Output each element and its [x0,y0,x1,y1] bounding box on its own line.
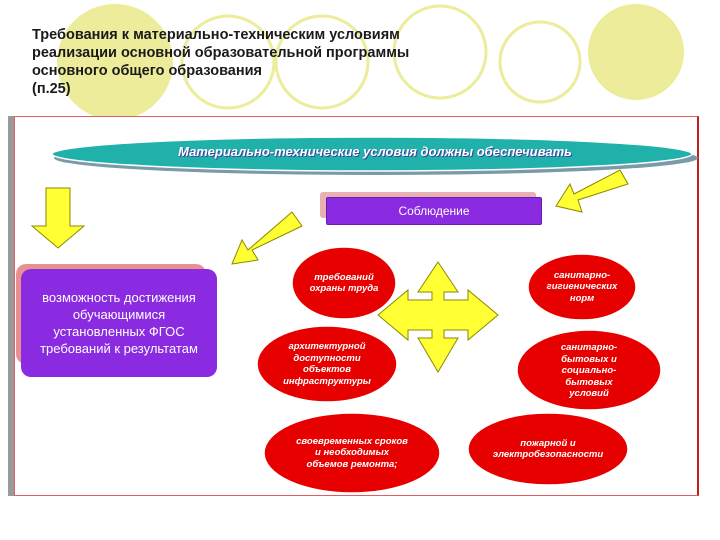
compliance-box: Соблюдение [326,197,542,225]
title-line-2: реализации основной образовательной прог… [32,45,410,61]
oval-sanitary-domestic-line: социально- [561,365,617,377]
banner-text: Материально-технические условия должны о… [178,144,572,159]
oval-repairs-line: объемов ремонта; [306,458,398,470]
oval-sanitary-hygienic: санитарно- гигиенических норм [528,256,636,318]
title-line-1: Требования к материально-техническим усл… [32,27,400,43]
oval-labor: требований охраны труда [292,250,396,316]
oval-sanitary-hygienic-line: санитарно- [553,269,611,281]
oval-architectural-shape [256,325,398,403]
page-title: Требования к материально-техническим усл… [32,26,502,98]
oval-labor-shape [291,246,397,320]
oval-sanitary-domestic-line: санитарно- [560,342,618,354]
oval-repairs: своевременных сроков и необходимых объем… [264,425,440,481]
result-line-4: требований к результатам [40,341,198,356]
oval-sanitary-domestic-line: условий [569,388,609,400]
oval-sanitary-hygienic-line: гигиенических [546,281,618,293]
oval-fire-line: электробезопасности [492,449,604,460]
oval-repairs-shape [263,412,441,494]
oval-sanitary-domestic-shape [516,329,662,411]
down-arrow-icon [30,187,86,249]
oval-architectural-line: инфраструктуры [283,375,371,387]
left-arrow-icon [555,169,629,213]
title-line-4: (п.25) [32,81,71,97]
oval-repairs-line: своевременных сроков [296,435,408,447]
title-line-3: основного общего образования [32,63,262,79]
four-way-arrow-icon [377,261,499,373]
oval-fire-line: пожарной и [520,437,576,449]
oval-architectural-line: объектов [303,364,351,375]
oval-architectural: архитектурной доступности объектов инфра… [257,328,397,400]
oval-sanitary-domestic-line: бытовых и [561,353,617,365]
result-line-3: установленных ФГОС [53,324,185,339]
banner-ellipse [51,136,693,172]
oval-architectural-line: доступности [293,352,361,364]
oval-fire: пожарной и электробезопасности [468,425,628,473]
oval-architectural-line: архитектурной [288,341,366,352]
result-line-2: обучающимися [72,307,166,322]
oval-sanitary-hygienic-shape [527,253,637,321]
oval-sanitary-domestic: санитарно- бытовых и социально- бытовых … [517,334,661,408]
result-box: возможность достижения обучающимися уста… [21,269,217,377]
oval-sanitary-domestic-line: бытовых [565,376,613,388]
oval-labor-line: охраны труда [309,283,379,294]
oval-labor-line: требований [314,271,374,283]
oval-sanitary-hygienic-line: норм [569,292,595,304]
result-line-1: возможность достижения [42,290,196,305]
oval-repairs-line: и необходимых [315,447,389,459]
oval-fire-shape [467,412,629,486]
diagonal-arrow-icon [231,211,303,265]
